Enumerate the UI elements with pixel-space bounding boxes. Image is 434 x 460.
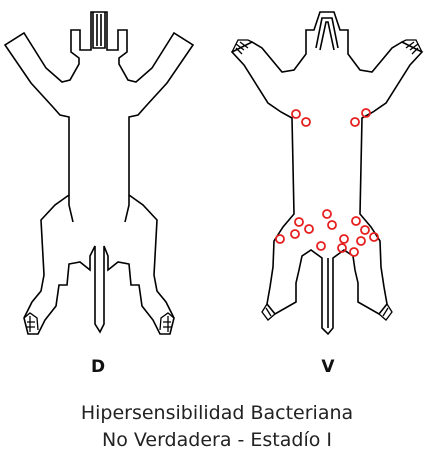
lesion-marker xyxy=(322,209,332,219)
dorsal-left-paw xyxy=(23,312,39,332)
lesion-marker xyxy=(360,225,370,235)
ventral-view-label: V xyxy=(321,357,335,377)
ventral-crown-inner xyxy=(319,21,335,51)
lesion-marker xyxy=(327,220,337,230)
lesion-marker xyxy=(351,216,361,226)
caption-line-2: No Verdadera - Estadío I xyxy=(101,429,332,451)
lesion-marker xyxy=(290,229,300,239)
lesion-marker xyxy=(304,224,314,234)
lesion-marker xyxy=(339,234,349,244)
dorsal-hip-fold-left xyxy=(68,195,74,223)
ventral-left-foot xyxy=(261,303,276,321)
dorsal-right-paw xyxy=(159,312,175,332)
dorsal-hip-fold-right xyxy=(124,195,130,223)
ventral-body-outline xyxy=(230,11,424,336)
lesion-marker xyxy=(301,117,311,127)
lesion-marker xyxy=(316,241,326,251)
ventral-left-hand xyxy=(231,39,253,55)
lesion-marker xyxy=(361,108,371,118)
ventral-right-hand xyxy=(401,39,423,55)
caption-line-1: Hipersensibilidad Bacteriana xyxy=(80,402,354,424)
lesion-marker xyxy=(356,236,366,246)
dorsal-body-outline xyxy=(3,11,195,335)
dorsal-crown xyxy=(92,12,106,49)
lesion-marker xyxy=(275,234,285,244)
lesion-marker xyxy=(291,109,301,119)
ventral-view xyxy=(230,11,424,336)
lesion-marker xyxy=(337,243,347,253)
lesion-markers xyxy=(275,108,379,257)
body-diagram: D V xyxy=(3,11,424,377)
dorsal-view-label: D xyxy=(91,357,105,377)
dorsal-crown-inner xyxy=(96,14,102,46)
ventral-crown xyxy=(315,17,339,49)
ventral-right-foot xyxy=(378,303,393,321)
lesion-marker xyxy=(349,247,359,257)
lesion-marker xyxy=(350,117,360,127)
lesion-marker xyxy=(294,217,304,227)
dorsal-view xyxy=(3,11,195,335)
lesion-marker xyxy=(369,232,379,242)
